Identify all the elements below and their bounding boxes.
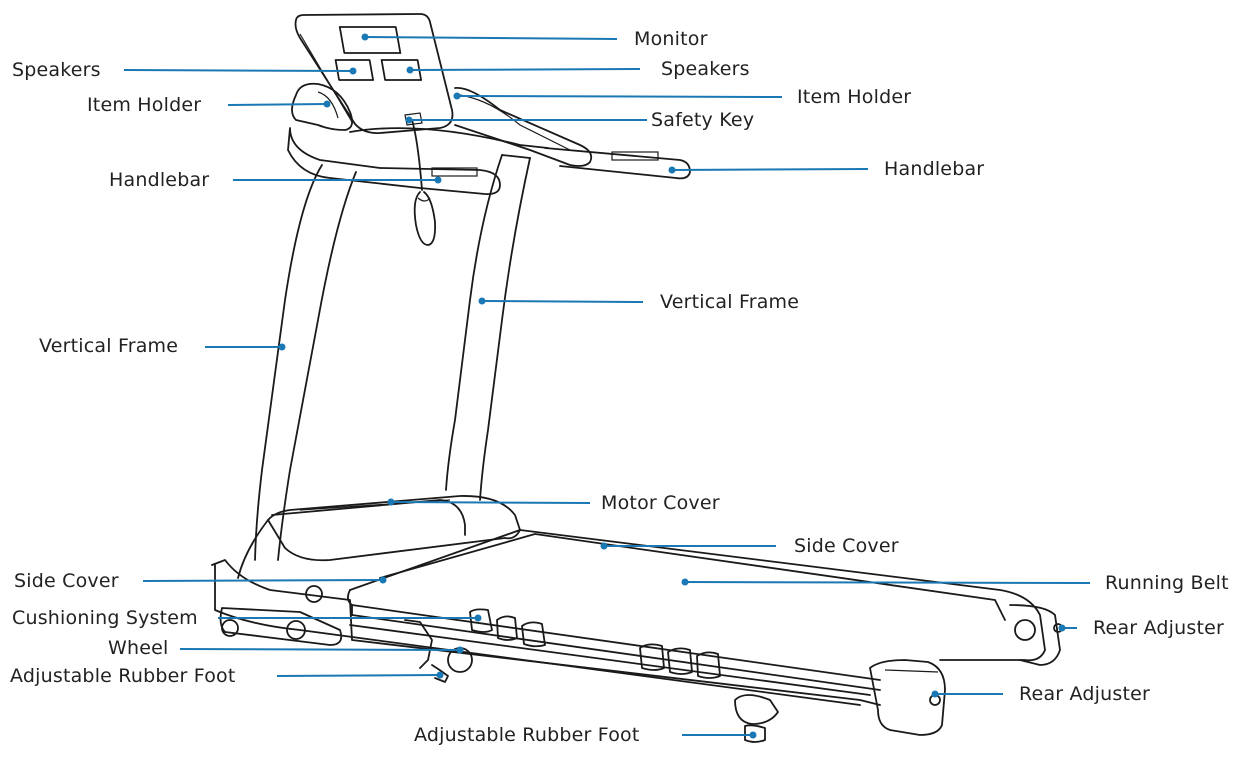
handlebars [287,127,691,195]
label-speakers-right: Speakers [661,58,750,80]
leader-cushioning-system [218,614,482,622]
label-cushioning-system: Cushioning System [12,607,198,629]
leader-safety-key [405,116,647,124]
label-rear-adjuster-top: Rear Adjuster [1093,617,1225,639]
leader-monitor [361,33,618,41]
leader-rear-adjuster-top [1058,624,1077,632]
label-motor-cover: Motor Cover [601,492,720,514]
leader-speakers-left [123,67,357,75]
label-rear-adjuster-bottom: Rear Adjuster [1019,683,1151,705]
leader-handlebar-left [233,176,442,184]
leader-side-cover-left [142,576,387,584]
leader-vertical-frame-left [205,343,286,351]
leader-speakers-right [406,66,641,74]
leader-item-holder-right [453,92,783,100]
leader-side-cover-right [600,542,776,550]
label-side-cover-right: Side Cover [794,535,899,557]
leader-item-holder-left [227,100,331,108]
label-running-belt: Running Belt [1105,572,1229,594]
leader-rear-adjuster-bottom [931,690,1003,698]
label-safety-key: Safety Key [651,109,755,131]
label-adjustable-rubber-foot-left: Adjustable Rubber Foot [10,665,236,687]
label-item-holder-right: Item Holder [797,86,912,108]
cushioning-blocks [469,608,721,679]
leader-adjustable-rubber-foot-bottom [682,731,757,739]
label-item-holder-left: Item Holder [87,94,202,116]
label-handlebar-right: Handlebar [884,158,985,180]
label-monitor: Monitor [634,28,708,50]
label-handlebar-left: Handlebar [109,169,210,191]
leader-wheel [179,646,464,654]
leader-running-belt [681,578,1091,586]
label-speakers-left: Speakers [12,59,101,81]
label-adjustable-rubber-foot-bottom: Adjustable Rubber Foot [414,724,640,746]
leader-motor-cover [387,498,591,506]
leader-adjustable-rubber-foot-left [276,671,444,679]
label-vertical-frame-left: Vertical Frame [39,335,179,357]
label-side-cover-left: Side Cover [14,570,119,592]
vertical-frames [254,154,531,561]
leader-vertical-frame-right [478,297,644,305]
label-wheel: Wheel [108,637,169,659]
monitor-screen [338,26,402,54]
leader-handlebar-right [668,166,869,174]
safety-key-cord [411,119,437,246]
deck [211,529,1063,736]
label-vertical-frame-right: Vertical Frame [660,291,800,313]
rear-foot [734,694,779,743]
